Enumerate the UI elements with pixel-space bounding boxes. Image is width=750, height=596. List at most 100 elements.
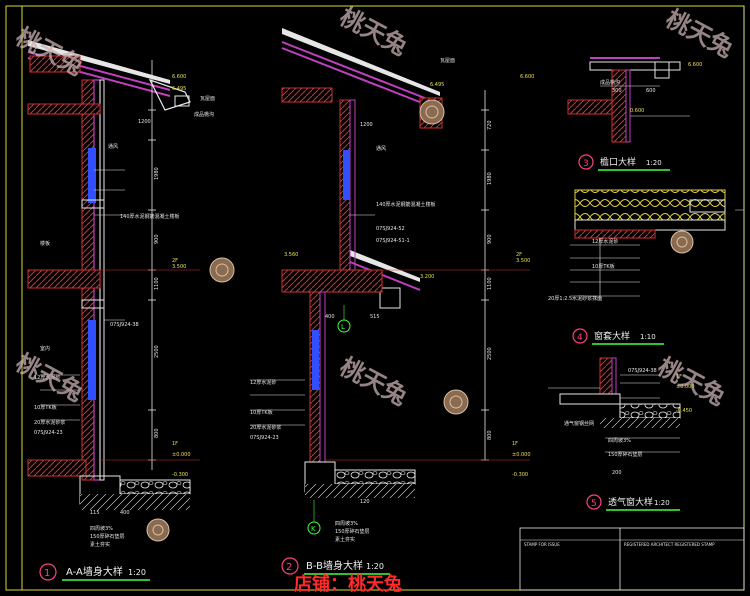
detail-num-3: 3 <box>583 159 589 169</box>
detail-title-2: 2 B-B墙身大样 1:20 <box>281 557 390 575</box>
elev-6600-c: 6.600 <box>688 62 702 68</box>
floor-1f-b: 1F <box>512 441 518 447</box>
note-slope-b: 四周坡3% <box>335 520 358 527</box>
coin-stamp-icon <box>443 389 469 415</box>
elev-3560-b: 3.560 <box>284 252 298 258</box>
detail-name-3: 檐口大样 <box>600 156 636 168</box>
dim-720-b: 720 <box>487 120 493 130</box>
elev-6600-b: 6.600 <box>520 74 534 80</box>
note-tk-b: 10厚TK板 <box>250 409 273 416</box>
elev-0300-b: -0.300 <box>512 472 528 478</box>
note-slope-e: 四周坡3% <box>608 437 631 444</box>
note-gravel-b: 150厚碎石垫层 <box>335 528 370 535</box>
elev-3200-b: 3.200 <box>420 274 434 280</box>
note-tk-d: 10厚TK板 <box>592 263 615 270</box>
elev-3500-a: 3.500 <box>172 264 186 270</box>
dim-2500-b: 2500 <box>487 347 493 360</box>
dim-400-b: 400 <box>325 314 335 320</box>
note-std2-b: 07SJ924-52 <box>376 226 405 232</box>
note-std4-a: 07SJ924-23 <box>34 430 63 436</box>
detail-4-window-casing <box>570 189 726 300</box>
detail-title-5: 5 透气窗大样 1:20 <box>586 494 680 511</box>
detail-scale-4: 1:10 <box>640 333 656 341</box>
note-indoor-a: 室内 <box>40 345 50 352</box>
watermark-4: 桃天兔 <box>11 349 88 408</box>
elev-0450-c: -0.450 <box>676 408 692 414</box>
note-soil-a: 素土夯实 <box>90 541 110 548</box>
shop-watermark: 店铺：桃天兔 <box>294 573 402 595</box>
dim-800-b: 800 <box>487 430 493 440</box>
stamp-for-issue-label: STAMP FOR ISSUE <box>524 542 560 547</box>
detail-5-vent <box>548 357 681 453</box>
note-slab-b: 140厚水泥钢筋混凝土楼板 <box>376 201 436 208</box>
floor-2f-b: 2F <box>516 252 522 258</box>
note-gutter-a: 成品檐沟 <box>194 111 214 118</box>
detail-scale-3: 1:20 <box>646 159 662 167</box>
dim-1100-b: 1100 <box>487 277 493 290</box>
floor-1f-a: 1F <box>172 441 178 447</box>
detail-num-2: 2 <box>286 562 292 573</box>
dim-515-b: 515 <box>370 314 380 320</box>
elev-6495-a: 6.495 <box>172 86 186 92</box>
registered-stamp-label: REGISTERED ARCHITECT REGISTERED STAMP <box>624 542 715 547</box>
detail-title-3: 3 檐口大样 1:20 <box>578 154 670 171</box>
detail-num-5: 5 <box>591 499 597 509</box>
dim-900-b: 900 <box>487 234 493 244</box>
floor-2f-a: 2F <box>172 258 178 264</box>
detail-scale-5: 1:20 <box>654 499 670 507</box>
dim-1200-a: 1200 <box>138 119 151 125</box>
dim-200-e: 200 <box>612 470 622 476</box>
dim-1980-a: 1980 <box>154 167 160 180</box>
dim-800-a: 800 <box>154 428 160 438</box>
dim-1980-b: 1980 <box>487 172 493 185</box>
axis-label-l: L <box>341 323 345 331</box>
detail-scale-1: 1:20 <box>128 568 146 577</box>
note-tk-a: 10厚TK板 <box>34 404 57 411</box>
coin-stamp-icon <box>419 99 445 125</box>
note-vent-b: 通风 <box>376 145 386 152</box>
elev-0300-a: -0.300 <box>172 472 188 478</box>
note-brick-a: 12厚水泥砂 <box>34 374 60 381</box>
watermark-2: 桃天兔 <box>335 3 412 62</box>
detail-3-eave <box>567 57 690 143</box>
watermark-5: 桃天兔 <box>335 353 412 412</box>
detail-1-wall-section <box>27 40 200 510</box>
elev-6495-b: 6.495 <box>430 82 444 88</box>
detail-name-2: B-B墙身大样 <box>306 559 363 572</box>
elev-0000-b: ±0.000 <box>512 452 531 458</box>
note-tile-a: 瓦屋面 <box>200 96 215 102</box>
note-slope-a: 四周坡3% <box>90 525 113 532</box>
detail-scale-2: 1:20 <box>366 562 384 571</box>
dim-400-a: 400 <box>120 510 130 516</box>
coin-stamp-icon <box>146 518 170 542</box>
axis-label-k: K <box>311 525 316 533</box>
watermark-6: 桃天兔 <box>653 353 730 412</box>
dim-300-c: 300 <box>612 88 622 94</box>
note-20-d: 20厚1:2.5水泥砂浆抹面 <box>548 295 602 302</box>
note-slab-a: 140厚水泥钢筋混凝土楼板 <box>120 213 180 220</box>
watermark-3: 桃天兔 <box>661 5 738 64</box>
note-grill-e: 通气窗钢丝网 <box>564 420 594 427</box>
dim-900-a: 900 <box>154 234 160 244</box>
detail-title-4: 4 窗套大样 1:10 <box>572 328 664 345</box>
note-brick-d: 12厚水泥砂 <box>592 238 618 245</box>
detail-name-4: 窗套大样 <box>594 330 630 342</box>
note-gravel-e: 150厚碎石垫层 <box>608 451 643 458</box>
floor-1f-c: 1F <box>676 374 682 380</box>
note-gutter-c: 成品檐沟 <box>600 79 620 86</box>
detail-num-1: 1 <box>44 568 50 579</box>
note-gravel-a: 150厚碎石垫层 <box>90 533 125 540</box>
dim-1200-b: 1200 <box>360 122 373 128</box>
dim-1100-a: 1100 <box>154 277 160 290</box>
dim-600-c: 600 <box>646 88 656 94</box>
dim-2500-a: 2500 <box>154 345 160 358</box>
note-std3-b: 07SJ924-51-1 <box>376 238 410 244</box>
note-vent-a: 通风 <box>108 143 118 150</box>
elev-3500-b: 3.500 <box>516 258 530 264</box>
dim-115-a: 115 <box>90 510 100 516</box>
elev-6600-a: 6.600 <box>172 74 186 80</box>
dim-120-b: 120 <box>360 499 370 505</box>
elev-0000-a: ±0.000 <box>172 452 191 458</box>
coin-stamp-icon <box>670 230 694 254</box>
